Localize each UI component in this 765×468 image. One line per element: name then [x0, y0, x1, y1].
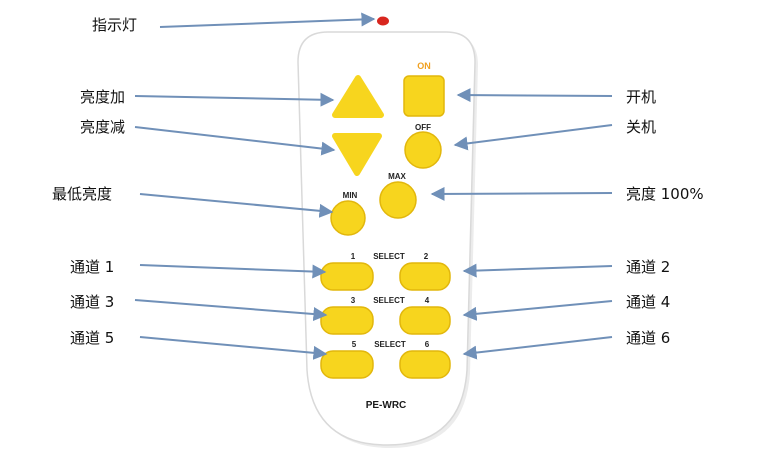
brightness-up-button [332, 75, 384, 118]
off-label: OFF [415, 123, 431, 132]
arrow-indicator-light [159, 12, 376, 28]
max-label: MAX [388, 172, 406, 181]
channel-5-button [320, 350, 374, 379]
annotation-brightness-up: 亮度加 [80, 88, 125, 106]
model-name: PE-WRC [366, 400, 407, 411]
arrow-channel-4 [462, 300, 613, 321]
arrow-channel-2 [462, 263, 613, 278]
annotation-indicator-light: 指示灯 [92, 16, 137, 34]
select-row-2-middle-label: SELECT [373, 296, 405, 305]
arrow-channel-3 [134, 299, 328, 321]
select-row-1-left-label: 1 [351, 252, 356, 261]
select-row-2-right-label: 4 [425, 296, 430, 305]
remote-body [297, 31, 476, 446]
annotation-min-brightness: 最低亮度 [52, 185, 112, 203]
arrow-brightness-down [134, 126, 336, 156]
channel-1-button [320, 262, 374, 291]
select-row-2-left-label: 3 [351, 296, 356, 305]
annotation-max-brightness: 亮度 100% [626, 185, 704, 203]
channel-3-button [320, 306, 374, 335]
annotation-channel-3: 通道 3 [70, 293, 114, 311]
annotation-channel-5: 通道 5 [70, 329, 114, 347]
annotation-power-on: 开机 [626, 88, 656, 106]
annotation-channel-4: 通道 4 [626, 293, 670, 311]
off-button [404, 131, 442, 169]
arrow-power-on [456, 88, 613, 103]
on-label: ON [417, 61, 431, 71]
arrow-max-brightness [430, 186, 613, 201]
arrow-power-off [453, 124, 613, 151]
channel-4-button [399, 306, 451, 335]
select-row-1-right-label: 2 [424, 252, 429, 261]
min-label: MIN [343, 191, 358, 200]
arrow-channel-5 [139, 336, 328, 360]
channel-2-button [399, 262, 451, 291]
select-row-1-middle-label: SELECT [373, 252, 405, 261]
on-button [403, 75, 445, 117]
arrow-min-brightness [139, 193, 334, 218]
channel-6-button [399, 350, 451, 379]
annotation-power-off: 关机 [626, 118, 656, 136]
arrow-channel-1 [139, 264, 327, 279]
min-button [330, 200, 366, 236]
brightness-down-button [332, 133, 382, 176]
arrow-brightness-up [134, 92, 335, 107]
select-row-3-right-label: 6 [425, 340, 430, 349]
annotation-channel-6: 通道 6 [626, 329, 670, 347]
max-button [379, 181, 417, 219]
annotation-brightness-down: 亮度减 [80, 118, 125, 136]
indicator-led [377, 16, 389, 26]
arrow-channel-6 [462, 336, 613, 360]
select-row-3-left-label: 5 [352, 340, 357, 349]
annotation-channel-1: 通道 1 [70, 258, 114, 276]
select-row-3-middle-label: SELECT [374, 340, 406, 349]
annotation-channel-2: 通道 2 [626, 258, 670, 276]
